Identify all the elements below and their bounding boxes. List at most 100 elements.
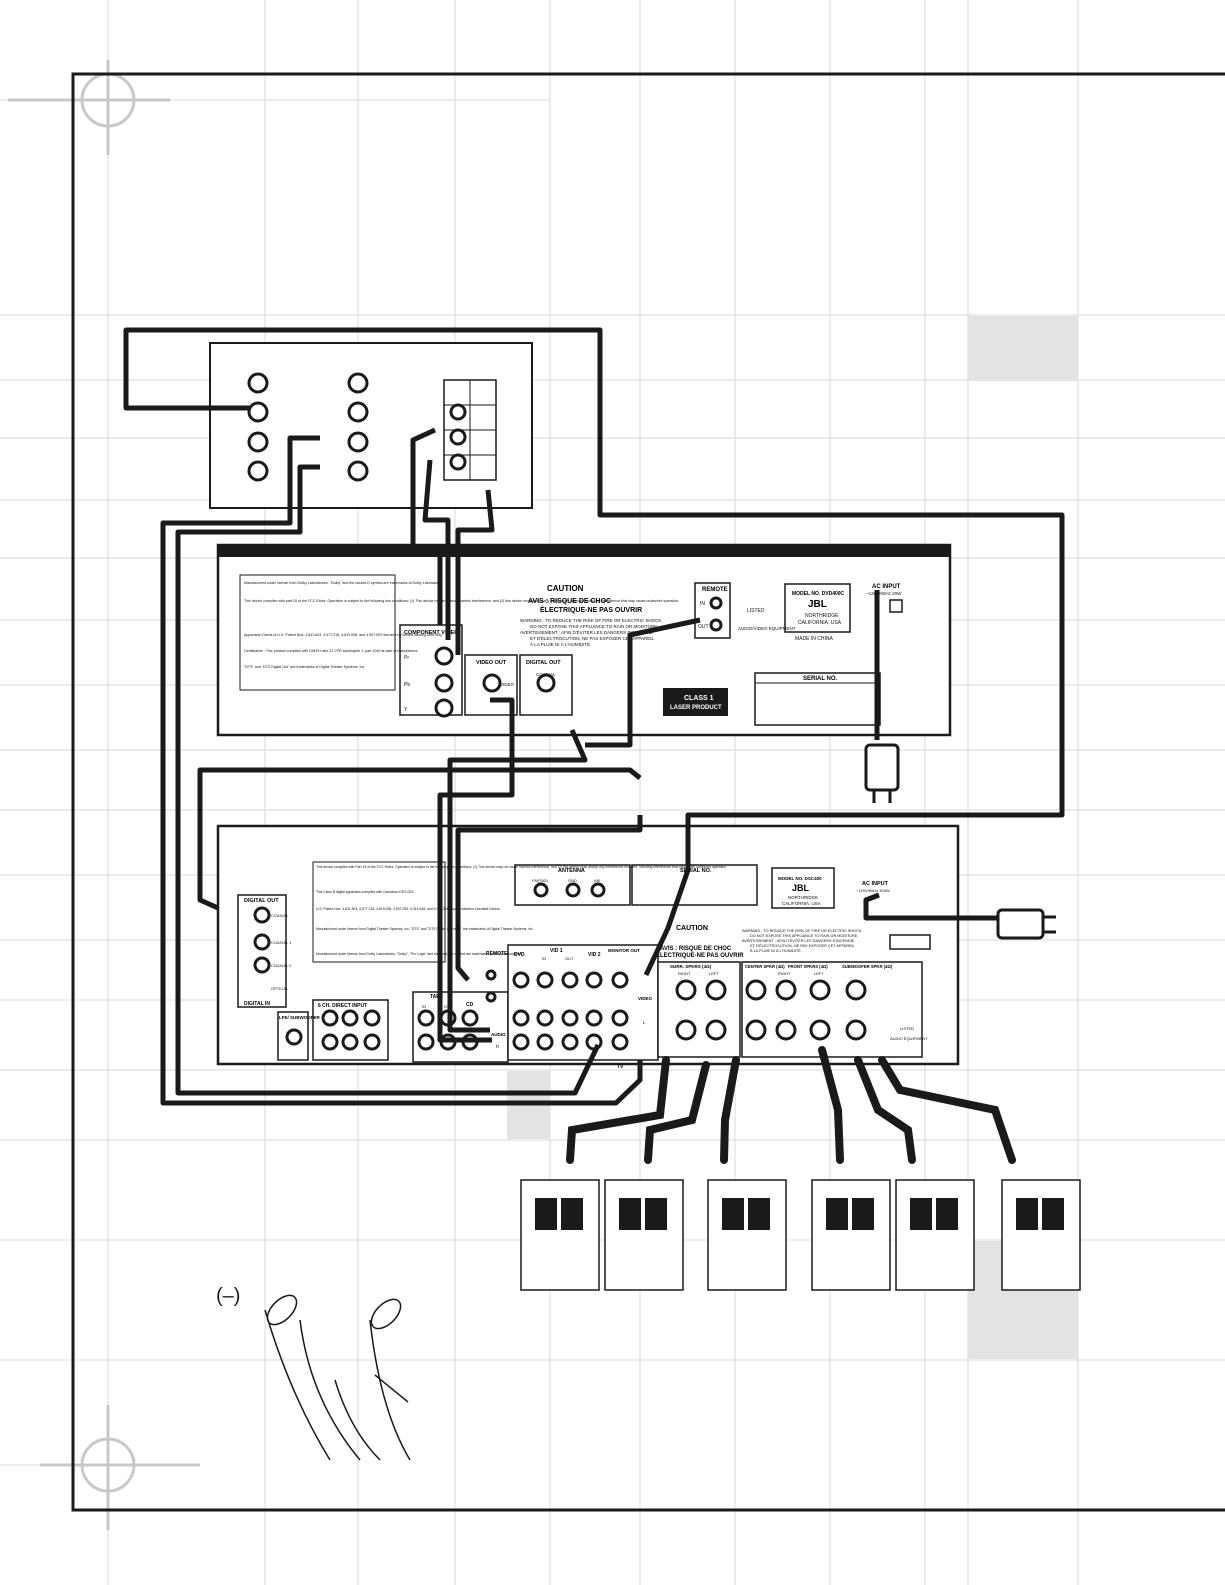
- rcv-surr-right: RIGHT: [678, 971, 691, 976]
- speaker-wire-callout: [264, 1294, 411, 1461]
- dvd-notice: "DTS" and "DTS Digital Out" are trademar…: [244, 665, 365, 669]
- ac-plug: [996, 908, 1056, 940]
- rcv-front-left: LEFT: [814, 971, 824, 976]
- dvd-laser: LASER PRODUCT: [670, 705, 722, 711]
- dvd-notice: Certification : This product complies wi…: [244, 649, 418, 653]
- rcv-digital-in: DIGITAL IN: [244, 1001, 270, 1007]
- rcv-optical: OPTICAL: [271, 986, 289, 991]
- rcv-center: CENTER SPKR (4Ω): [745, 964, 785, 969]
- rcv-warning: À LA PLUIE NI À L'HUMIDITÉ.: [750, 948, 802, 953]
- dvd-avis: AVIS : RISQUE DE CHOC: [528, 598, 611, 605]
- speaker-terminal: [520, 1179, 1081, 1291]
- rcv-listed: LISTED: [900, 1026, 914, 1031]
- rcv-coaxial-1: COAXIAL 1: [271, 940, 292, 945]
- rcv-notice: This device complies with Part 15 of the…: [316, 865, 727, 869]
- rcv-ac-rating: ~120V/60Hz 300W: [856, 888, 890, 893]
- rcv-surr-left: LEFT: [709, 971, 719, 976]
- rcv-coaxial-2: COAXIAL 2: [271, 963, 292, 968]
- dvd-remote-label: REMOTE: [702, 587, 728, 593]
- rcv-avis-2: ÉLECTRIQUE-NE PAS OUVRIR: [656, 951, 744, 959]
- dvd-class1: CLASS 1: [684, 695, 714, 702]
- rcv-vid2: VID 2: [588, 952, 601, 958]
- rcv-ac-input: AC INPUT: [862, 881, 889, 887]
- rcv-front: FRONT SPKRS (4Ω): [788, 964, 828, 969]
- ac-plug: [864, 743, 900, 803]
- dvd-warning: AVERTISSEMENT : AFIN D'ÉVITER LES DANGER…: [520, 629, 653, 635]
- rcv-tv: TV: [617, 1064, 624, 1070]
- dvd-ac-input: AC INPUT: [872, 584, 901, 590]
- dvd-serial: SERIAL NO.: [803, 676, 838, 682]
- rcv-avis: AVIS : RISQUE DE CHOC: [660, 946, 732, 952]
- dvd-warning: WARNING : TO REDUCE THE RISK OF FIRE OR …: [520, 618, 663, 623]
- rcv-serial: SERIAL NO.: [680, 868, 712, 874]
- rcv-audio-r: R: [496, 1044, 500, 1049]
- rcv-lfe: LFE/ SUBWOOFER: [279, 1015, 320, 1020]
- rcv-vid1-out: OUT: [565, 956, 574, 961]
- page-frame: [71, 72, 1225, 1512]
- rcv-audio: AUDIO: [491, 1032, 506, 1037]
- rcv-am: AM: [594, 878, 600, 883]
- rcv-antenna: ANTENNA: [558, 868, 585, 874]
- speaker-terminal-posts: [535, 1198, 1064, 1230]
- rcv-dvd: DVD: [514, 952, 525, 958]
- rcv-vid1: VID 1: [550, 948, 563, 954]
- dvd-component-video: COMPONENT VIDEO: [404, 630, 459, 636]
- rcv-audio-l: L: [643, 1020, 646, 1025]
- rcv-coaxial: COAXIAL: [271, 913, 289, 918]
- rcv-model: MODEL NO. DSC400: [778, 876, 822, 881]
- shade-block: [968, 316, 1078, 381]
- rcv-notice: Manufactured under license from Digital …: [316, 927, 534, 931]
- dvd-equipment: AUDIO/VIDEO EQUIPMENT: [738, 626, 796, 631]
- tv-rear-panel: [209, 342, 533, 509]
- dvd-brand-logo: JBL: [808, 599, 827, 610]
- rcv-caution: CAUTION: [676, 925, 708, 932]
- dvd-pb: Pb: [404, 682, 410, 688]
- rcv-sub: SUBWOOFER SPKR (4Ω): [842, 964, 893, 969]
- receiver-rear-panel: DIGITAL OUT COAXIAL COAXIAL 1 COAXIAL 2 …: [216, 824, 960, 1070]
- rcv-remote: REMOTE: [486, 951, 508, 957]
- dvd-notice: This device complies with part 15 of the…: [244, 599, 679, 603]
- rcv-warning: ET D'ÉLECTROCUTION, NE PAS EXPOSER CET A…: [750, 943, 855, 948]
- dvd-notice: Manufactured under license from Dolby La…: [244, 581, 444, 585]
- rcv-brand-logo: JBL: [792, 883, 810, 893]
- rcv-equipment: AUDIO EQUIPMENT: [890, 1036, 928, 1041]
- dvd-warning: DO NOT EXPOSE THIS APPLIANCE TO RAIN OR …: [530, 624, 658, 629]
- dvd-video-out: VIDEO OUT: [476, 660, 507, 666]
- rcv-digital-out: DIGITAL OUT: [244, 898, 279, 904]
- rcv-monitor-out: MONITOR OUT: [608, 948, 640, 953]
- dvd-northridge: NORTHRIDGE: [805, 613, 839, 619]
- dvd-pr: Pr: [404, 655, 409, 661]
- dvd-y: Y: [404, 707, 408, 713]
- dvd-warning: À LA PLUIE NI À L'HUMIDITÉ.: [530, 641, 591, 647]
- rcv-california: CALIFORNIA, USA: [782, 901, 821, 906]
- dvd-notice: Apparatus Claims of U.S. Patent Nos. 4,6…: [244, 633, 443, 637]
- dvd-listed: LISTED: [747, 608, 765, 614]
- dvd-remote-out: OUT: [698, 624, 709, 630]
- dvd-ac-rating: ~120V/60Hz 20W: [866, 591, 902, 596]
- rcv-vid1-in: IN: [542, 956, 546, 961]
- rcv-gnd: GND: [568, 878, 577, 883]
- dvd-warning: ET D'ÉLECTROCUTION, NE PAS EXPOSER CET A…: [530, 635, 655, 641]
- connection-cables: [123, 327, 1065, 1106]
- rcv-video: VIDEO: [638, 996, 653, 1001]
- dvd-avis-2: ÉLECTRIQUE-NE PAS OUVRIR: [540, 605, 642, 614]
- dvd-video: VIDEO: [500, 682, 515, 687]
- rcv-notice: This Class B digital apparatus complies …: [316, 890, 414, 894]
- rcv-warning: DO NOT EXPOSE THIS APPLIANCE TO RAIN OR …: [750, 934, 858, 938]
- rcv-warning: WARNING : TO REDUCE THE RISK OF FIRE OR …: [742, 929, 862, 933]
- rcv-notice: U.S. Patent Nos. 4,631,603, 4,577,216, 4…: [316, 907, 501, 911]
- dvd-player-rear-panel: CAUTION AVIS : RISQUE DE CHOC ÉLECTRIQUE…: [216, 543, 952, 737]
- dvd-made-in: MADE IN CHINA: [795, 636, 833, 642]
- dvd-coaxial: COAXIAL: [536, 672, 556, 677]
- rcv-6ch: 6 CH. DIRECT INPUT: [318, 1003, 367, 1009]
- rcv-cd: CD: [466, 1002, 474, 1008]
- rcv-front-right: RIGHT: [778, 971, 791, 976]
- rcv-surr: SURR. SPKRS (4Ω): [670, 964, 712, 969]
- rcv-fm: FM(75Ω): [532, 878, 549, 883]
- rcv-tape-in: IN: [422, 1004, 426, 1009]
- speaker-wires: [566, 1046, 1016, 1164]
- wire-negative-label: (–): [216, 1285, 240, 1307]
- rcv-northridge: NORTHRIDGE: [788, 895, 818, 900]
- dvd-model: MODEL NO. DVD400C: [792, 591, 845, 597]
